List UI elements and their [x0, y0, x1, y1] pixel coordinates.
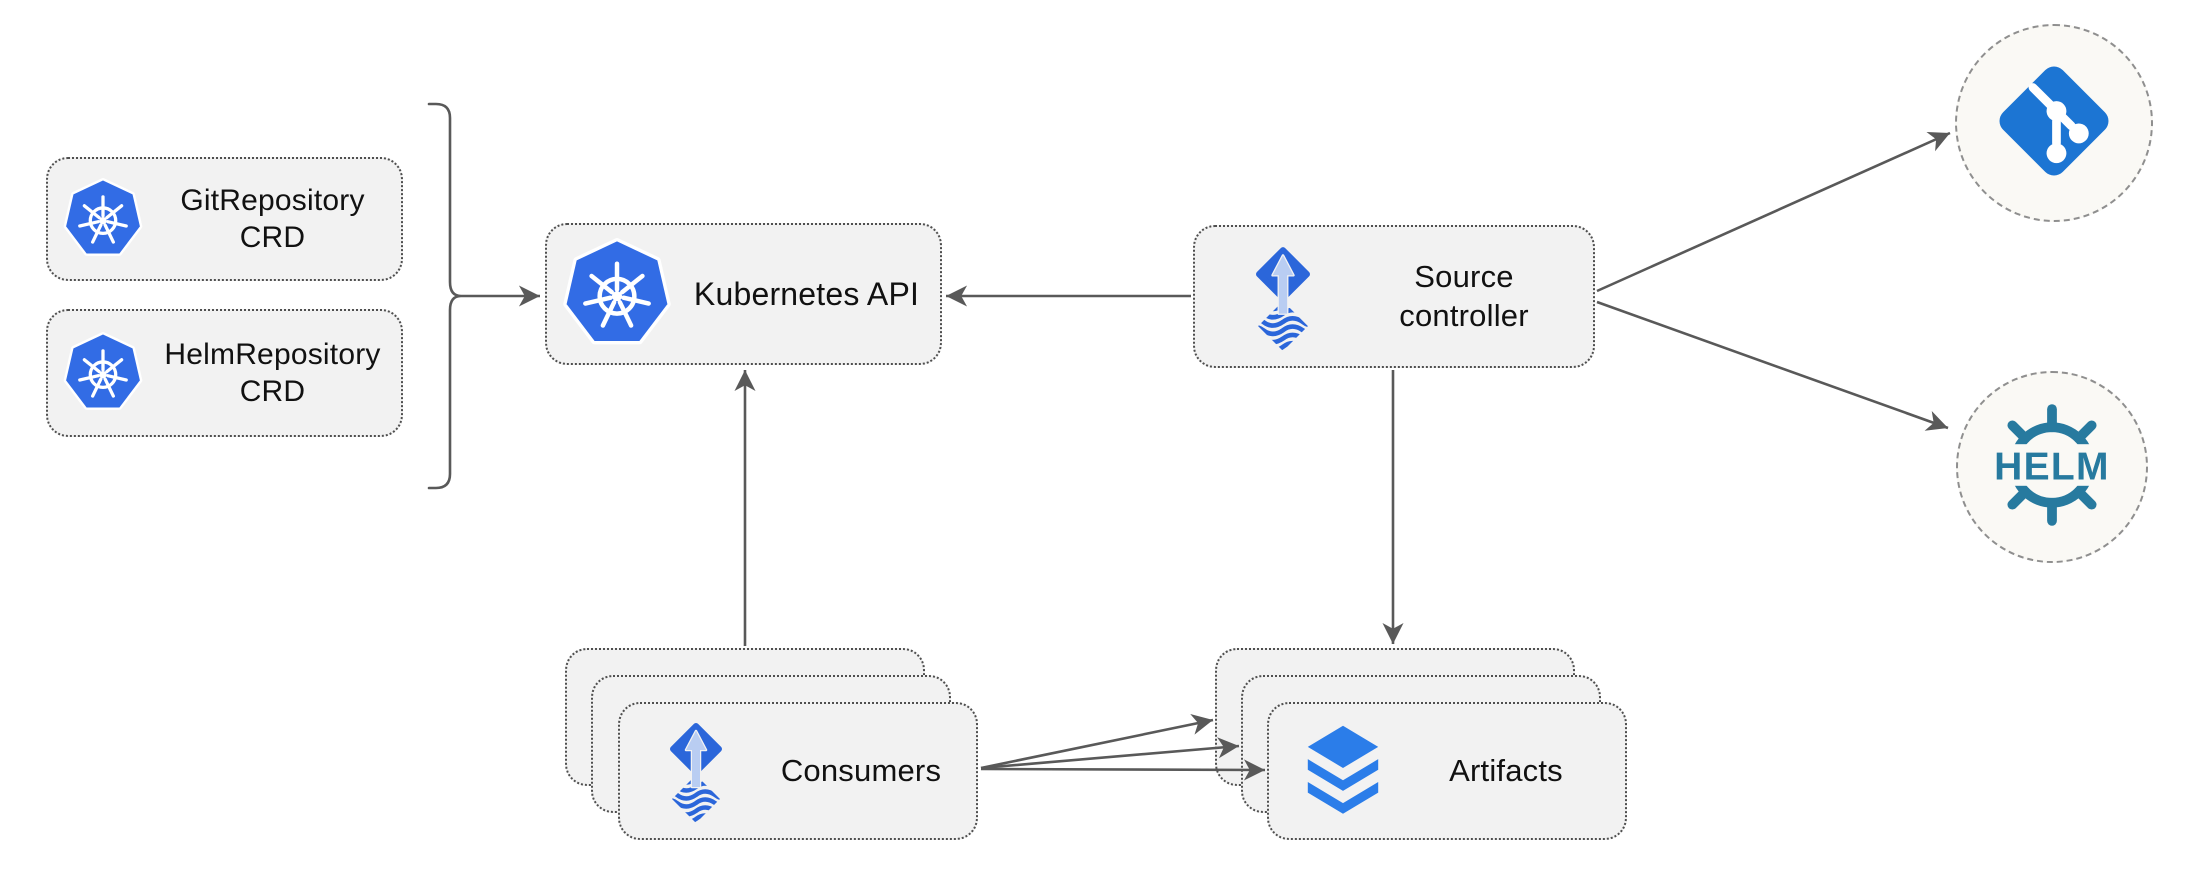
edge-source-controller-to-helm-remote	[1596, 300, 1949, 431]
crd-group-brace	[427, 102, 462, 490]
helm-wordmark: HELM	[1994, 445, 2110, 488]
layers-icon	[1299, 722, 1387, 821]
node-label: HelmRepository CRD	[164, 337, 381, 409]
node-helm-repository-crd: HelmRepository CRD	[46, 309, 403, 437]
node-label: Artifacts	[1449, 752, 1563, 788]
node-git-repository-crd: GitRepository CRD	[46, 157, 403, 281]
kubernetes-icon	[62, 332, 144, 414]
node-label: Kubernetes API	[693, 276, 920, 312]
node-helm-remote: HELM	[1956, 371, 2148, 563]
node-consumers: Consumers	[618, 702, 978, 840]
edge-consumers-to-artifacts-middle	[980, 737, 1240, 770]
flux-icon	[646, 719, 746, 823]
node-git-remote	[1955, 24, 2153, 222]
node-artifacts: Artifacts	[1267, 702, 1627, 840]
node-label: Source controller	[1399, 258, 1529, 333]
node-label: GitRepository CRD	[180, 183, 365, 255]
node-label: Consumers	[780, 752, 942, 788]
git-icon	[1992, 59, 2116, 188]
helm-icon: HELM	[1981, 400, 2123, 535]
flux-icon	[1231, 243, 1335, 351]
kubernetes-icon	[561, 238, 673, 350]
node-kubernetes-api: Kubernetes API	[545, 223, 942, 365]
node-source-controller: Source controller	[1193, 225, 1595, 368]
edge-consumers-to-artifacts-back	[980, 713, 1214, 770]
edge-source-controller-to-git-remote	[1596, 131, 1951, 293]
kubernetes-icon	[62, 178, 144, 260]
